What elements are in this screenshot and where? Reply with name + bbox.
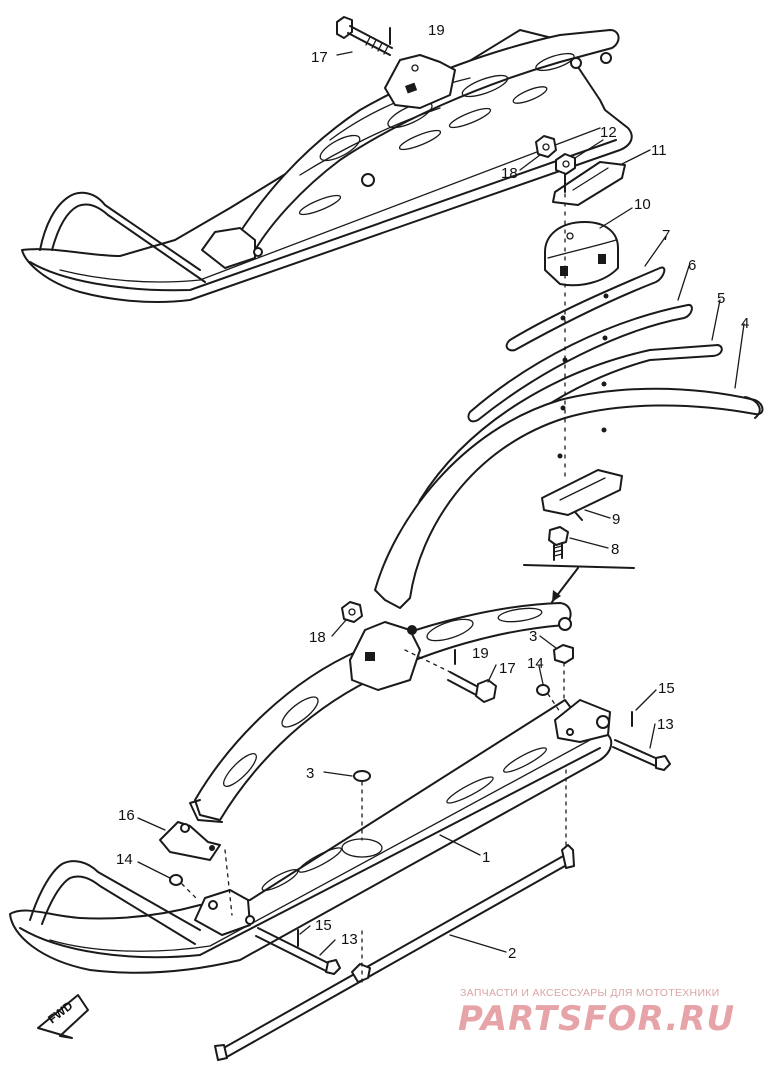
lower-saddle [349,621,421,691]
callout-9: 9 [612,511,620,528]
callout-13-lower: 13 [341,931,358,948]
washer-14-lower [169,874,183,886]
callout-4: 4 [741,315,749,332]
callout-14-upper: 14 [527,655,544,672]
callout-6: 6 [688,257,696,274]
plate-11 [552,161,626,206]
callout-18-lower: 18 [309,629,326,646]
callout-15-upper: 15 [658,680,675,697]
callout-10: 10 [634,196,651,213]
lower-front-bracket [194,889,251,936]
callout-19-lower: 19 [472,645,489,662]
callout-5: 5 [717,290,725,307]
callout-19-top: 19 [428,22,445,39]
lower-ski-runner [9,699,613,974]
top-bolt-17 [336,16,393,56]
top-nut-18 [535,135,557,158]
callout-7: 7 [662,227,670,244]
top-ski-assembly [21,29,633,304]
clamp-9 [541,469,623,521]
callout-1: 1 [482,849,490,866]
watermark: ЗАПЧАСТИ И АКСЕССУАРЫ ДЛЯ МОТОТЕХНИКИ PA… [458,987,735,1039]
callout-8: 8 [611,541,619,558]
callout-16: 16 [118,807,135,824]
callout-12: 12 [600,124,617,141]
watermark-brand: PARTSFOR.RU [458,999,735,1039]
leaf-4-main [374,387,764,609]
bracket-16 [159,821,233,916]
callout-18-top: 18 [501,165,518,182]
nut-3-upper [553,644,574,701]
nut-3-lower [353,770,371,841]
callout-3-upper: 3 [529,628,537,645]
callout-3-lower: 3 [306,765,314,782]
top-rear-bracket [201,227,256,269]
lower-ski-tip-loop [29,860,201,931]
lower-nut-18 [341,601,363,623]
washer-14-upper [536,684,550,696]
leader-lines [137,51,745,956]
bolt-13-upper [612,739,671,771]
fwd-direction-badge: FWD [37,994,89,1039]
leaf-7 [505,266,666,352]
leaf-6 [467,304,693,423]
top-ski-tip-loop [39,191,201,271]
callout-14-lower: 14 [116,851,133,868]
wear-bar-2 [214,769,575,1061]
bolt-13-lower [255,927,341,975]
callout-11: 11 [651,142,667,159]
lower-ski-assembly [9,602,613,974]
callout-15-lower: 15 [315,917,332,934]
callout-13-upper: 13 [657,716,674,733]
callout-17-top: 17 [311,49,328,66]
callout-17-lower: 17 [499,660,516,677]
bolt-8 [548,526,569,561]
callout-2: 2 [508,945,516,962]
leaf-holes [557,175,609,481]
callout-labels: 19 17 18 12 11 10 7 6 5 4 9 8 18 3 19 17… [116,22,749,962]
assembly-arrow [523,564,635,569]
watermark-tagline: ЗАПЧАСТИ И АКСЕССУАРЫ ДЛЯ МОТОТЕХНИКИ [460,987,720,999]
top-saddle [384,54,456,109]
top-leaf-spring [234,29,620,251]
spring-seat-10 [544,221,619,287]
lower-bolt-17 [447,671,497,703]
